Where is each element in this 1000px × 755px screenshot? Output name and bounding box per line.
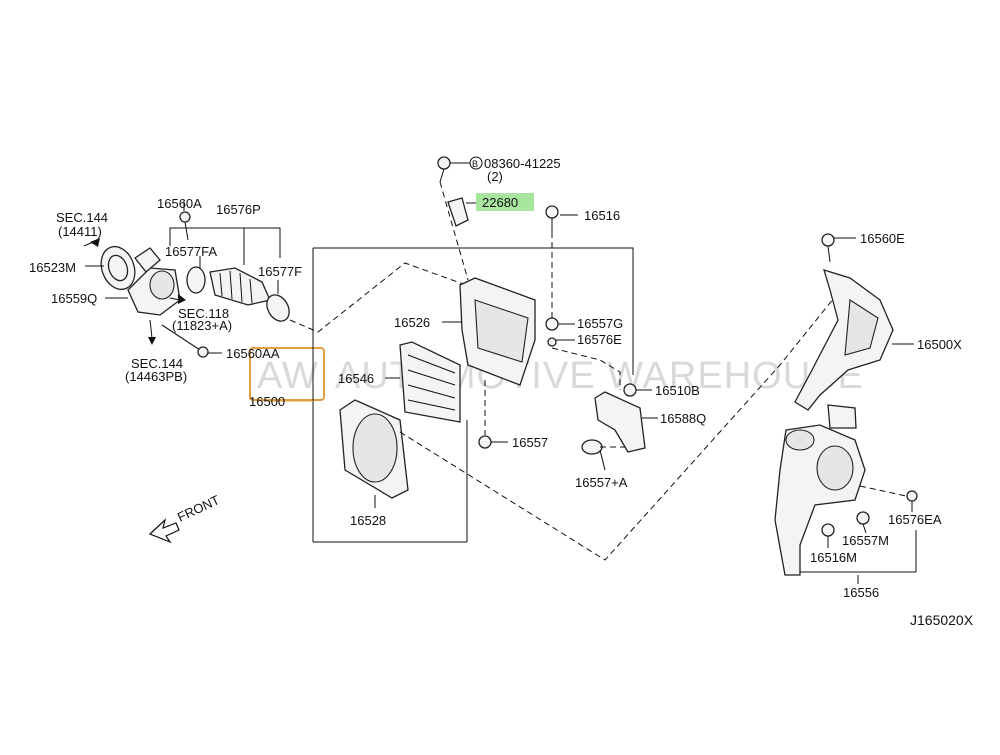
grommet-16557M	[856, 511, 870, 534]
label-16557G: 16557G	[577, 316, 623, 331]
bolt-16560AA	[161, 324, 209, 358]
label-16526: 16526	[394, 315, 430, 330]
bolt-16516M	[821, 523, 835, 548]
label-bolt-qty: (2)	[487, 169, 503, 184]
lower-case-16528	[339, 399, 409, 508]
bolt-B-08360	[437, 156, 483, 183]
part-labels: SEC.144 (14411) 16523M 16559Q SEC.144 (1…	[29, 156, 974, 628]
label-16516: 16516	[584, 208, 620, 223]
dashed-route-2	[399, 287, 843, 561]
bolt-16560A	[179, 211, 191, 241]
dashed-route-1	[289, 262, 467, 333]
label-16546: 16546	[338, 371, 374, 386]
label-16577FA: 16577FA	[165, 244, 217, 259]
label-16576E: 16576E	[577, 332, 622, 347]
diagram-id: J165020X	[910, 612, 974, 628]
clip-16560E	[821, 233, 856, 263]
label-16516M: 16516M	[810, 550, 857, 565]
label-16510B: 16510B	[655, 383, 700, 398]
label-sec118-ref: (11823+A)	[172, 318, 232, 333]
sensor-22680	[439, 181, 534, 281]
label-16560AA: 16560AA	[226, 346, 280, 361]
duct-adapter-16559Q	[127, 247, 181, 316]
arrows	[83, 238, 186, 345]
grommet-16557G	[545, 317, 575, 331]
label-bolt-spec: 08360-41225	[484, 156, 561, 171]
label-16500X: 16500X	[917, 337, 962, 352]
duct-gasket-16523M	[100, 245, 136, 291]
watermark-logo-frame	[249, 347, 325, 401]
label-16528: 16528	[350, 513, 386, 528]
label-16557: 16557	[512, 435, 548, 450]
label-circle-B: B	[472, 159, 478, 169]
clamp-16577F	[266, 294, 290, 322]
clamp-16577FA	[186, 266, 206, 294]
grommet-16576EA	[859, 485, 918, 512]
highlight-22680	[476, 193, 534, 211]
duct-16500X	[794, 269, 914, 411]
label-22680: 22680	[482, 195, 518, 210]
label-16560E: 16560E	[860, 231, 905, 246]
label-16588Q: 16588Q	[660, 411, 706, 426]
front-label: FRONT	[175, 492, 222, 525]
label-16556: 16556	[843, 585, 879, 600]
label-16559Q: 16559Q	[51, 291, 97, 306]
label-sec144-top-ref: (14411)	[58, 224, 102, 239]
watermark-logo: AW	[257, 355, 319, 397]
assembly-frame-16500	[313, 247, 634, 375]
label-16576P: 16576P	[216, 202, 261, 217]
label-sec144-top: SEC.144	[56, 210, 108, 225]
front-arrow-icon	[148, 518, 180, 544]
label-16560A: 16560A	[157, 196, 202, 211]
label-16576EA: 16576EA	[888, 512, 942, 527]
resonator-16556	[774, 404, 866, 584]
leaders-left	[85, 200, 313, 402]
label-sec118: SEC.118	[178, 306, 229, 321]
bolt-16510B	[623, 383, 652, 397]
grommet-16576E	[547, 337, 621, 390]
grommet-16557A	[581, 439, 625, 471]
label-16577F: 16577F	[258, 264, 302, 279]
front-arrow: FRONT	[148, 492, 222, 544]
label-sec144-bottom: SEC.144	[131, 356, 183, 371]
label-16557A: 16557+A	[575, 475, 628, 490]
label-16557M: 16557M	[842, 533, 889, 548]
label-16523M: 16523M	[29, 260, 76, 275]
grommet-16557	[478, 435, 508, 449]
bolt-16516	[545, 205, 578, 320]
filter-16546	[385, 341, 461, 423]
label-16500: 16500	[249, 394, 285, 409]
bracket-16588Q	[594, 391, 658, 453]
label-sec144-bottom-ref: (14463PB)	[125, 369, 187, 384]
cover-16526	[442, 277, 536, 435]
